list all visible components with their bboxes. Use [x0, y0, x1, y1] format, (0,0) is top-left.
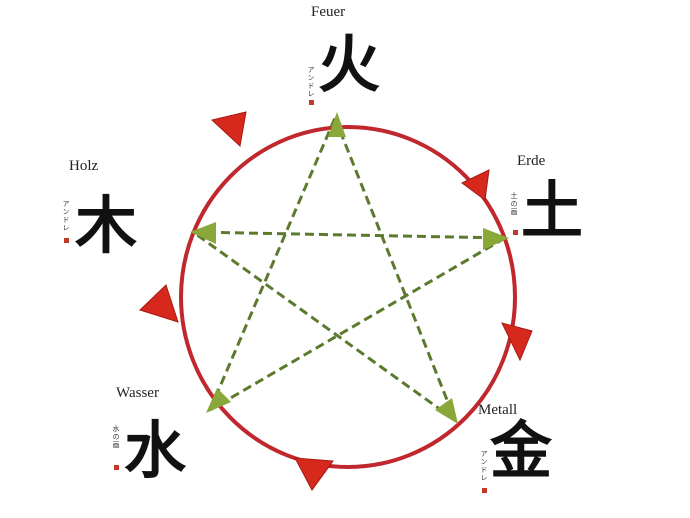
- element-label-water: Wasser: [116, 385, 159, 401]
- seal-stamp-metal: [482, 488, 487, 493]
- star-line-earth-water: [209, 236, 506, 412]
- star-line-wood-earth: [192, 230, 506, 240]
- element-character-fire: 火: [318, 28, 381, 101]
- star-arrowhead-fire: [328, 112, 346, 137]
- element-character-water: 水: [124, 414, 187, 487]
- generating-cycle-circle: [179, 125, 517, 469]
- element-character-earth: 土: [521, 174, 584, 247]
- seal-stamp-water: [114, 465, 119, 470]
- star-arrowhead-metal: [435, 398, 458, 424]
- artist-signature-wood: アンドレ: [62, 200, 70, 232]
- element-label-metal: Metall: [478, 402, 518, 418]
- element-character-metal: 金: [490, 414, 553, 487]
- artist-signature-fire: アンドレ: [307, 66, 315, 98]
- circle-arrow-metal-water: [294, 457, 334, 491]
- star-line-water-fire: [208, 117, 337, 411]
- star-arrowhead-water: [206, 388, 231, 413]
- circle-arrow-fire-earth: [461, 169, 490, 201]
- star-line-metal-wood: [192, 230, 456, 422]
- star-arrowhead-wood: [190, 222, 216, 244]
- seal-stamp-wood: [64, 238, 69, 243]
- seal-stamp-earth: [513, 230, 518, 235]
- circle-arrow-earth-metal: [501, 322, 533, 362]
- circle-arrow-water-wood: [139, 284, 179, 323]
- circle-arrow-wood-fire: [210, 111, 247, 147]
- seal-stamp-fire: [309, 100, 314, 105]
- element-character-wood: 木: [75, 189, 138, 262]
- artist-signature-water: 水の画: [112, 425, 120, 449]
- artist-signature-earth: 土の画: [510, 192, 518, 216]
- element-label-fire: Feuer: [311, 4, 346, 20]
- artist-signature-metal: アンドレ: [480, 450, 488, 482]
- element-label-wood: Holz: [69, 158, 99, 174]
- star-line-fire-metal: [333, 117, 457, 421]
- element-label-earth: Erde: [517, 153, 546, 169]
- controlling-cycle-star: [192, 117, 506, 422]
- star-arrowhead-earth: [483, 228, 509, 250]
